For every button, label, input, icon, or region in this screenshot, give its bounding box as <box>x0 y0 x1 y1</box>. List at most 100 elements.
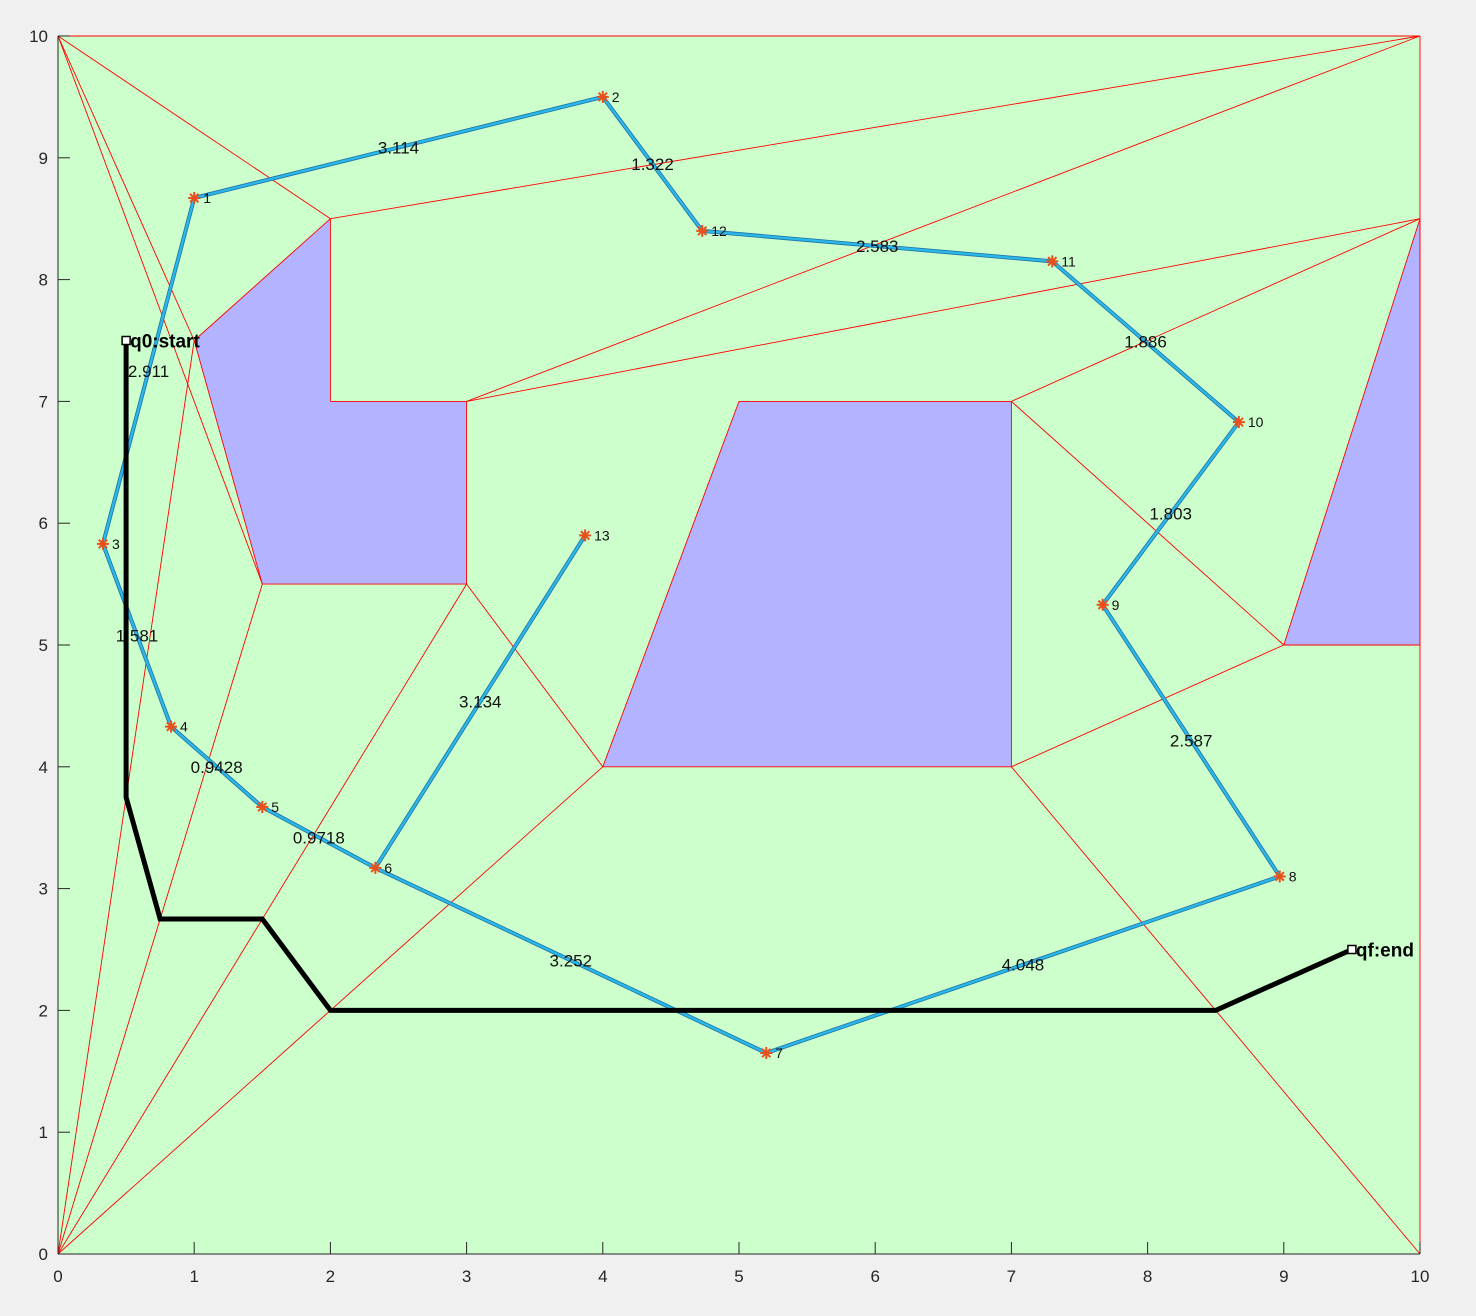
graph-node-label: 8 <box>1289 868 1297 884</box>
node-star-stroke <box>697 225 708 236</box>
graph-node-label: 11 <box>1061 253 1076 269</box>
node-star-stroke <box>597 91 608 102</box>
graph-edge <box>765 875 1281 1055</box>
triangulation-segment <box>57 918 161 1255</box>
node-star-stroke <box>166 721 176 732</box>
triangulation-segment <box>193 218 331 341</box>
graph-edge <box>701 229 1054 263</box>
obstacle-polygon <box>194 218 467 585</box>
graph-node-marker <box>1096 598 1109 611</box>
triangulation-segment <box>261 583 467 920</box>
y-tick-label: 10 <box>29 27 48 46</box>
edge-weight-label: 3.134 <box>459 693 502 712</box>
triangulation-segment <box>330 35 1421 220</box>
graph-node-label: 7 <box>775 1045 783 1061</box>
y-tick-label: 4 <box>39 758 48 777</box>
start-point-marker <box>121 335 131 346</box>
graph-node-label: 2 <box>612 89 620 105</box>
x-tick-label: 5 <box>734 1267 743 1286</box>
edge-weight-label: 4.048 <box>1002 956 1045 975</box>
x-tick-label: 8 <box>1143 1267 1152 1286</box>
node-star-stroke <box>1097 599 1108 610</box>
graph-node-marker <box>96 537 109 550</box>
graph-node-label: 12 <box>711 223 727 239</box>
triangulation-segment <box>466 218 1421 402</box>
graph-edge <box>374 534 587 870</box>
graph-edge <box>1051 260 1241 424</box>
triangulation-segment <box>1011 766 1217 1011</box>
graph-edge <box>261 805 377 870</box>
node-star-stroke <box>98 538 108 549</box>
node-star-stroke <box>1274 871 1285 882</box>
edge-weight-label: 2.911 <box>128 362 169 381</box>
end-point-marker <box>1347 944 1357 955</box>
triangulation-segment <box>1011 644 1284 768</box>
y-tick-label: 0 <box>39 1245 48 1264</box>
x-tick-label: 0 <box>53 1267 62 1286</box>
graph-node-marker <box>579 529 592 542</box>
x-tick-label: 6 <box>870 1267 879 1286</box>
triangulation-segment <box>1011 401 1285 646</box>
graph-node-label: 1 <box>203 190 211 206</box>
graph-node-label: 13 <box>594 527 610 543</box>
edge-weight-label: 1.803 <box>1149 504 1192 523</box>
graph-node-label: 9 <box>1112 597 1120 613</box>
start-point-label: q0:start <box>130 332 200 353</box>
edge-weight-label: 2.587 <box>1170 732 1213 751</box>
node-star-stroke <box>580 530 591 541</box>
graph-edge <box>192 95 604 200</box>
graph-node-marker <box>696 224 709 237</box>
y-tick-label: 6 <box>39 514 48 533</box>
x-tick-label: 10 <box>1411 1267 1430 1286</box>
graph-node-marker <box>1273 870 1286 883</box>
edge-weight-label: 1.581 <box>116 626 159 645</box>
node-star-stroke <box>189 193 200 203</box>
y-tick-label: 1 <box>39 1123 48 1142</box>
edge-weight-label: 1.886 <box>1124 333 1167 352</box>
triangulation-segment <box>193 340 263 585</box>
graph-node-marker <box>1232 416 1245 429</box>
triangulation-segment <box>330 766 604 1011</box>
triangulation-segment <box>602 401 740 767</box>
graph-edge <box>374 866 768 1055</box>
x-tick-label: 9 <box>1279 1267 1288 1286</box>
edge-label-group: 3.1141.3222.5831.8861.8032.5874.0483.252… <box>116 138 1213 974</box>
edge-weight-label: 3.114 <box>378 138 419 157</box>
graph-node-label: 5 <box>271 799 279 815</box>
graph-edge <box>101 196 196 546</box>
triangulation-segment <box>57 35 263 585</box>
edge-weight-label: 0.9718 <box>293 828 345 847</box>
y-tick-label: 7 <box>39 392 48 411</box>
graph-edge <box>1101 603 1281 878</box>
node-star-stroke <box>257 802 268 812</box>
x-tick-label: 1 <box>189 1267 198 1286</box>
node-star-stroke <box>1047 256 1058 267</box>
shortest-path-line <box>123 340 1353 1013</box>
node-star-stroke <box>1233 417 1244 428</box>
triangulation-segment <box>466 35 1421 402</box>
triangulation-segment <box>1215 1010 1421 1255</box>
triangulation-segment <box>159 583 263 920</box>
edge-weight-label: 2.583 <box>856 237 899 256</box>
y-tick-label: 8 <box>39 271 48 290</box>
y-tick-label: 2 <box>39 1001 48 1020</box>
x-tick-label: 4 <box>598 1267 607 1286</box>
graph-node-marker <box>165 720 178 733</box>
graph-edge-group <box>100 94 1282 1056</box>
triangulation-segment <box>57 918 263 1255</box>
graph-node-label: 6 <box>384 860 392 876</box>
triangulation-segment <box>57 35 331 220</box>
graph-node-marker <box>188 191 201 204</box>
graph-edge <box>601 95 704 233</box>
graph-edge <box>169 725 264 809</box>
graph-node-marker <box>1046 255 1059 268</box>
graph-node-marker <box>596 90 609 103</box>
graph-node-label: 3 <box>112 536 120 552</box>
graph-node-label: 10 <box>1248 414 1264 430</box>
x-tick-label: 3 <box>462 1267 471 1286</box>
node-star-stroke <box>370 862 381 873</box>
